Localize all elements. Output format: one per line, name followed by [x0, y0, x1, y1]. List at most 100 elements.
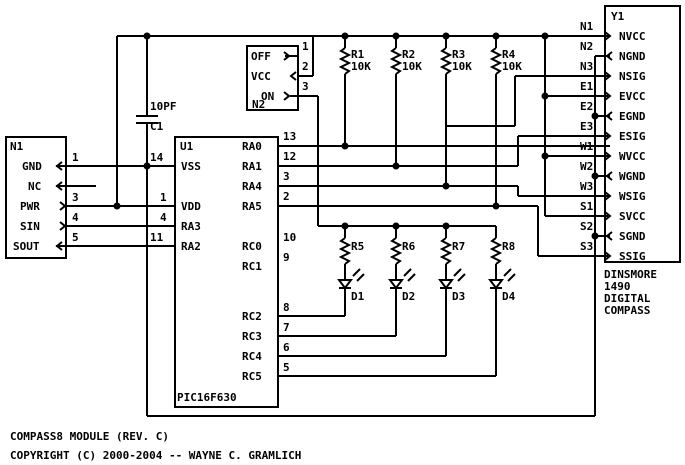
connector-n2-ref: N2	[252, 98, 265, 111]
led-d3-ref: D3	[452, 290, 465, 303]
u1-pin-num-11: 11	[150, 231, 164, 244]
led-d1	[337, 268, 365, 290]
y1-pin-label-evcc: EVCC	[619, 90, 646, 103]
n2-pin-num-3: 3	[302, 80, 309, 93]
resistor-r6	[389, 226, 403, 280]
u1-signal-wires	[278, 75, 610, 257]
resistor-r5	[338, 226, 352, 280]
u1-pin-num-6: 6	[283, 341, 290, 354]
n2-wires	[283, 51, 496, 227]
y1-pin-label-wgnd: WGND	[619, 170, 646, 183]
y1-pin-label-wsig: WSIG	[619, 190, 646, 203]
y1-pin-num-w3: W3	[580, 180, 593, 193]
resistor-r2-ref: R2	[402, 48, 415, 61]
n2-pin-num-1: 1	[302, 40, 309, 53]
schematic-copyright: COPYRIGHT (C) 2000-2004 -- WAYNE C. GRAM…	[10, 449, 301, 462]
n2-pin-label-off: OFF	[251, 50, 271, 63]
u1-pin-label-rc0: RC0	[242, 240, 262, 253]
u1-pin-label-ra5: RA5	[242, 200, 262, 213]
led-d4-ref: D4	[502, 290, 516, 303]
u1-pin-num-1: 1	[160, 191, 167, 204]
u1-ref: U1	[180, 140, 194, 153]
y1-pin-label-nsig: NSIG	[619, 70, 646, 83]
resistor-r4-value: 10K	[502, 60, 522, 73]
u1-pin-label-rc1: RC1	[242, 260, 262, 273]
y1-pin-labels: NVCC NGND NSIG EVCC EGND ESIG WVCC WGND …	[619, 30, 646, 263]
y1-pin-label-wvcc: WVCC	[619, 150, 646, 163]
resistor-r4-ref: R4	[502, 48, 516, 61]
led-d2	[388, 268, 416, 290]
n1-pin-label-sin: SIN	[20, 220, 40, 233]
n1-pin-num-3: 3	[72, 191, 79, 204]
u1-pin-label-vss: VSS	[181, 160, 201, 173]
u1-pin-label-vdd: VDD	[181, 200, 201, 213]
u1-pin-label-ra2: RA2	[181, 240, 201, 253]
y1-pin-num-n3: N3	[580, 60, 593, 73]
capacitor-c1-value: 10PF	[150, 100, 177, 113]
resistor-r3-ref: R3	[452, 48, 465, 61]
u1-pin-num-2: 2	[283, 190, 290, 203]
y1-pin-num-e1: E1	[580, 80, 594, 93]
capacitor-c1	[136, 36, 158, 166]
y1-pin-label-svcc: SVCC	[619, 210, 646, 223]
u1-pin-num-4: 4	[160, 211, 167, 224]
u1-pin-num-10: 10	[283, 231, 296, 244]
y1-desc-line-3: DIGITAL	[604, 292, 651, 305]
resistor-r3-value: 10K	[452, 60, 472, 73]
y1-pin-label-ngnd: NGND	[619, 50, 646, 63]
u1-pin-num-5: 5	[283, 361, 290, 374]
resistor-r1	[338, 36, 352, 146]
u1-pin-num-3: 3	[283, 170, 290, 183]
resistor-r1-ref: R1	[351, 48, 365, 61]
u1-pin-label-rc2: RC2	[242, 310, 262, 323]
n1-pin-num-1: 1	[72, 151, 79, 164]
led-d2-ref: D2	[402, 290, 415, 303]
resistor-r5-ref: R5	[351, 240, 364, 253]
y1-desc-line-2: 1490	[604, 280, 631, 293]
u1-pin-label-rc4: RC4	[242, 350, 262, 363]
y1-ref: Y1	[611, 10, 625, 23]
y1-signal-arrows	[604, 71, 612, 261]
u1-pin-label-ra4: RA4	[242, 180, 262, 193]
y1-module-box	[604, 5, 681, 263]
vcc-rail-wires	[116, 31, 612, 221]
connector-n2-box	[246, 45, 299, 111]
y1-pin-num-e3: E3	[580, 120, 593, 133]
n2-pin-label-vcc: VCC	[251, 70, 271, 83]
led-d3	[438, 268, 466, 290]
n2-pin-num-2: 2	[302, 60, 309, 73]
resistor-r3	[439, 36, 453, 186]
y1-pin-num-s3: S3	[580, 240, 593, 253]
resistor-r6-ref: R6	[402, 240, 416, 253]
n1-pin-label-nc: NC	[28, 180, 41, 193]
u1-pin-num-9: 9	[283, 251, 290, 264]
resistor-r2-value: 10K	[402, 60, 422, 73]
u1-part: PIC16F630	[177, 391, 237, 404]
capacitor-c1-ref: C1	[150, 120, 164, 133]
resistor-r7	[439, 226, 453, 280]
y1-pin-num-n1: N1	[580, 20, 594, 33]
resistor-r8	[489, 226, 503, 280]
led-d1-ref: D1	[351, 290, 365, 303]
n1-pin-label-gnd: GND	[22, 160, 42, 173]
connector-n1-ref: N1	[10, 140, 24, 153]
schematic-title: COMPASS8 MODULE (REV. C)	[10, 430, 169, 443]
u1-pin-label-rc5: RC5	[242, 370, 262, 383]
y1-pin-label-ssig: SSIG	[619, 250, 646, 263]
u1-pin-num-8: 8	[283, 301, 290, 314]
resistor-r7-ref: R7	[452, 240, 465, 253]
u1-chip-box	[174, 136, 279, 408]
u1-pin-num-14: 14	[150, 151, 164, 164]
y1-pin-num-n2: N2	[580, 40, 593, 53]
y1-pin-label-sgnd: SGND	[619, 230, 646, 243]
u1-pin-num-7: 7	[283, 321, 290, 334]
y1-pin-num-w1: W1	[580, 140, 594, 153]
n1-pin-label-sout: SOUT	[13, 240, 40, 253]
y1-pin-num-e2: E2	[580, 100, 593, 113]
n2-pin-label-on: ON	[261, 90, 274, 103]
n1-pin-label-pwr: PWR	[20, 200, 40, 213]
y1-pin-label-esig: ESIG	[619, 130, 646, 143]
u1-pin-label-ra0: RA0	[242, 140, 262, 153]
u1-pin-label-ra1: RA1	[242, 160, 262, 173]
